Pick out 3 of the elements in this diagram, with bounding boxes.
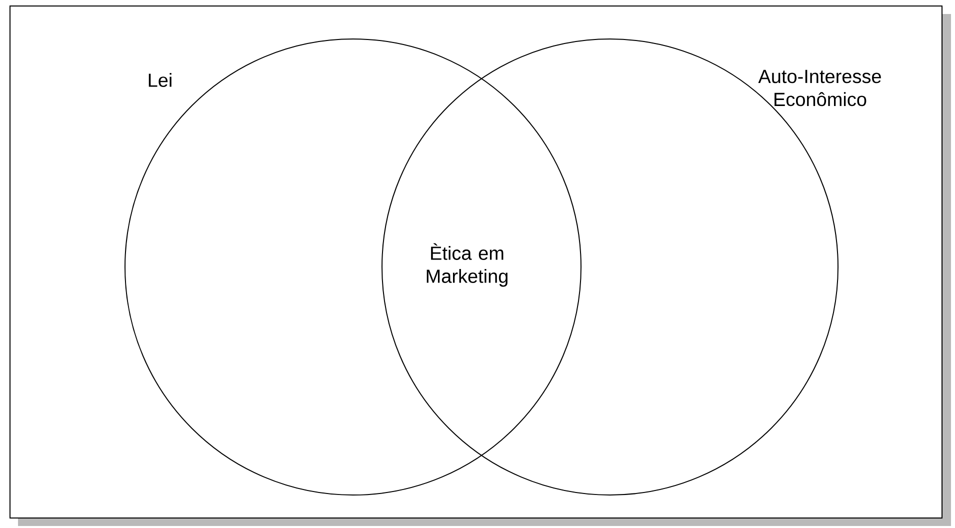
circle-label: Auto-Interesse Econômico (758, 70, 881, 106)
circle-label: Lei (148, 73, 172, 87)
overlap-label: Ètica em Marketing (426, 243, 508, 287)
